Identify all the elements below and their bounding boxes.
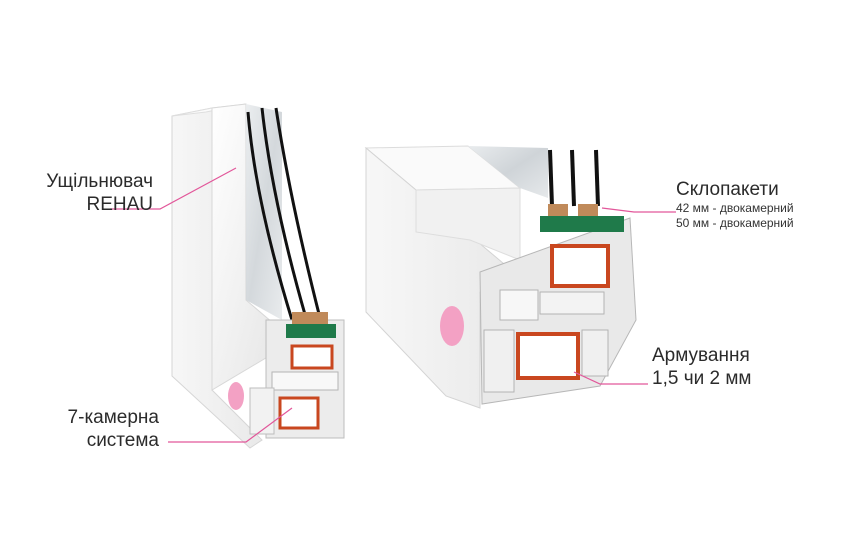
right-glass-pane-3 — [594, 149, 600, 207]
label-reinforcement-line2: 1,5 чи 2 мм — [652, 368, 752, 389]
label-seal-line1: Ущільнювач — [46, 171, 153, 192]
right-section-frame-reinforcement — [516, 332, 580, 380]
left-glass-pane-1 — [246, 111, 294, 321]
label-glazing-spec2: 50 мм - двокамерний — [676, 216, 794, 230]
right-frame-recess — [415, 187, 521, 261]
label-chambers-line2: система — [86, 430, 159, 451]
label-seal-line2: REHAU — [86, 194, 153, 215]
label-reinforcement-line1: Армування — [652, 345, 750, 366]
right-section-chamber-d — [581, 329, 609, 377]
leader-reinforcement — [573, 371, 648, 385]
right-window-profile — [364, 145, 637, 409]
leader-chambers — [168, 407, 293, 443]
left-section-chamber-upper — [290, 344, 334, 370]
label-chambers: 7-камерна система — [68, 406, 159, 452]
label-glazing: Склопакети 42 мм - двокамерний 50 мм - д… — [676, 178, 794, 231]
leader-lines — [110, 167, 676, 443]
left-glass-pane-2 — [260, 107, 308, 319]
leader-glazing — [601, 207, 676, 213]
left-brand-badge — [228, 382, 244, 410]
right-glass — [468, 146, 548, 198]
label-glazing-spec1: 42 мм - двокамерний — [676, 201, 794, 215]
leader-seal — [110, 167, 237, 210]
left-glass-pane-3 — [274, 107, 322, 319]
left-section-chamber-mid — [271, 371, 339, 391]
right-brand-badge — [440, 306, 464, 346]
label-glazing-title: Склопакети — [676, 179, 779, 200]
right-section-glazing-bead — [540, 216, 624, 232]
left-window-profile — [171, 103, 345, 449]
right-section-spacer-2 — [578, 204, 598, 216]
left-section-reinforcement — [278, 396, 320, 430]
label-reinforcement: Армування 1,5 чи 2 мм — [652, 344, 751, 390]
right-section-chamber-a — [499, 289, 539, 321]
label-seal: Ущільнювач REHAU — [46, 170, 153, 216]
left-section-glazing-bead — [286, 324, 336, 338]
label-chambers-line1: 7-камерна — [67, 407, 159, 428]
right-section-spacer-1 — [548, 204, 568, 216]
left-section-chamber-lower — [249, 387, 275, 435]
right-section-chamber-b — [539, 291, 605, 315]
right-section-sash-reinforcement — [550, 244, 610, 288]
right-section-chamber-c — [483, 329, 515, 393]
right-glass-pane-1 — [548, 149, 554, 207]
left-section-spacer — [292, 312, 328, 324]
right-glass-pane-2 — [570, 149, 576, 207]
